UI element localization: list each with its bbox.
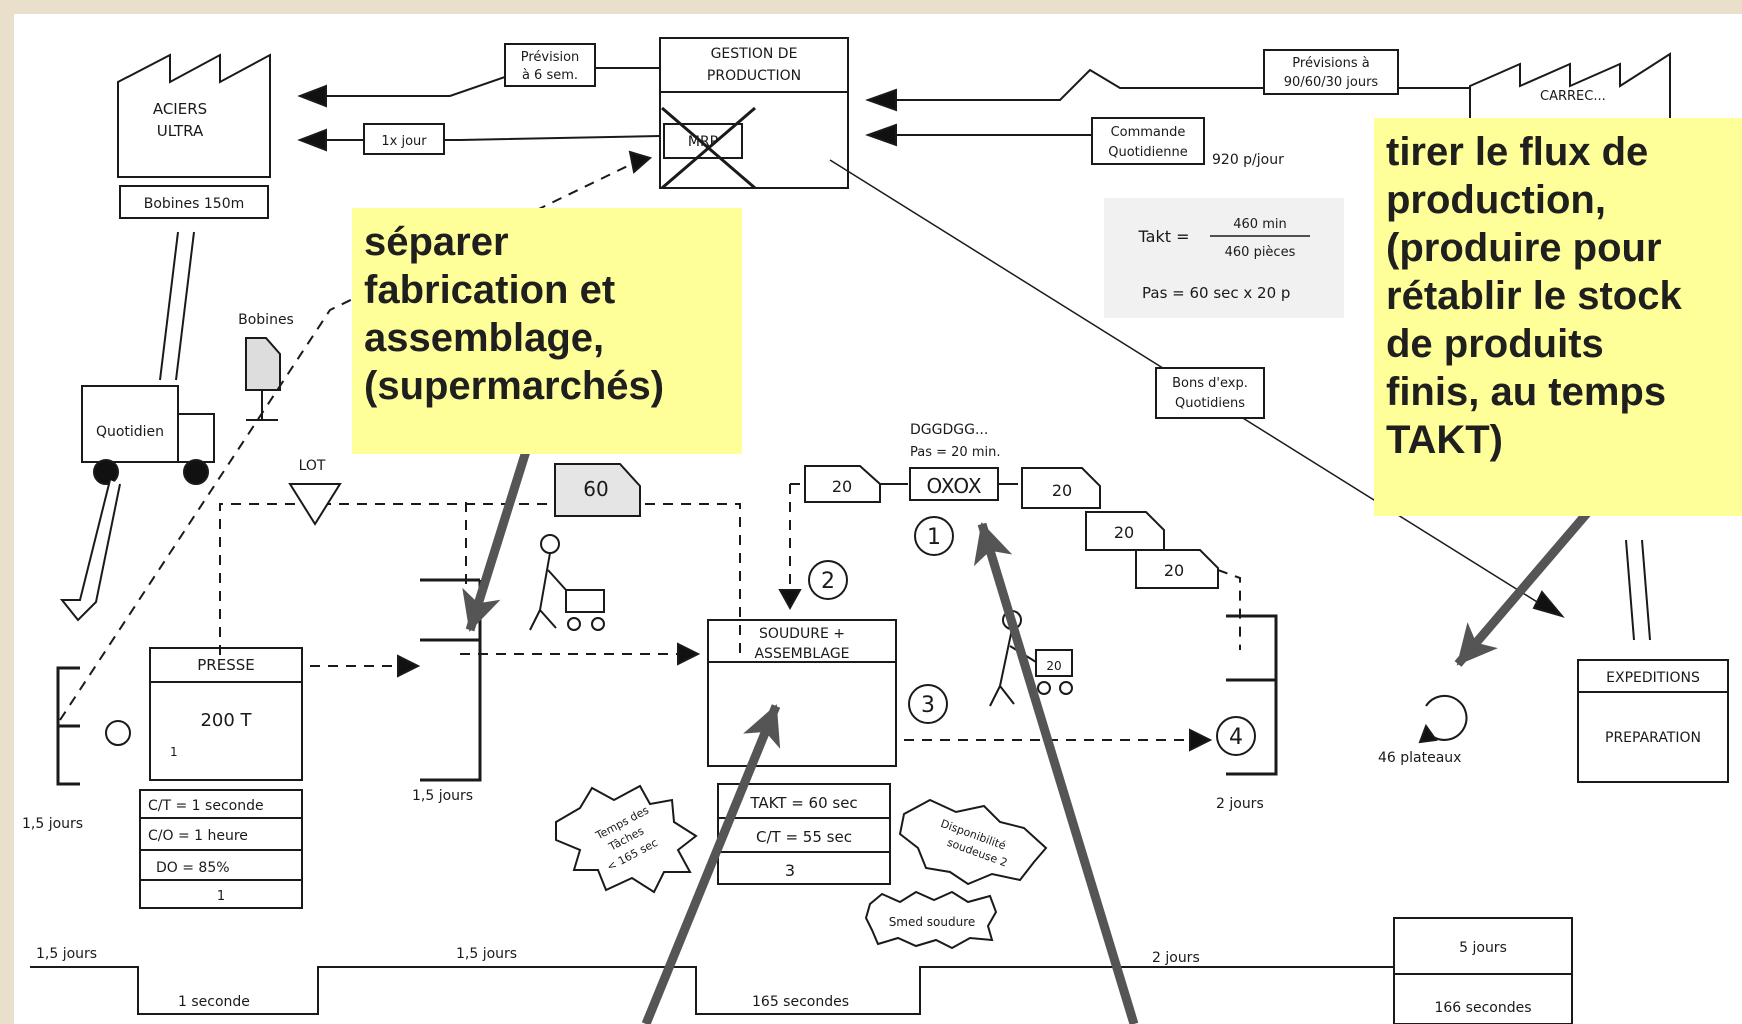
- expeditions-title: EXPEDITIONS: [1606, 670, 1700, 686]
- demand-label: 920 p/jour: [1212, 152, 1284, 168]
- forecast-customer-1: Prévisions à: [1292, 56, 1369, 71]
- forecast-supplier-1: Prévision: [521, 50, 580, 65]
- forecast-supplier-2: à 6 sem.: [522, 68, 578, 83]
- signal-kanban-value: 60: [583, 477, 608, 501]
- timeline-proc-1: 1 seconde: [178, 994, 250, 1010]
- timeline-total-proc: 166 secondes: [1434, 1000, 1531, 1016]
- fg-supermarket-days: 2 jours: [1216, 796, 1264, 812]
- bobines-label: Bobines 150m: [144, 196, 245, 212]
- control-title-1: GESTION DE: [711, 46, 798, 62]
- step-1-number: 1: [927, 525, 941, 550]
- order-customer-2: Quotidienne: [1108, 145, 1187, 160]
- soudure-ct: C/T = 55 sec: [756, 828, 852, 846]
- presse-operators-inner: 1: [170, 745, 178, 759]
- shipping-orders-2: Quotidiens: [1175, 396, 1245, 411]
- callout-separer: séparer fabrication et assemblage, (supe…: [352, 208, 742, 454]
- expeditions-subtitle: PREPARATION: [1605, 730, 1701, 746]
- control-title-2: PRODUCTION: [707, 68, 801, 84]
- timeline-proc-2: 165 secondes: [752, 994, 849, 1010]
- takt-label: Takt =: [1138, 227, 1190, 246]
- presse-co: C/O = 1 heure: [148, 828, 248, 844]
- supplier-name-1: ACIERS: [153, 100, 207, 118]
- presse-capacity: 200 T: [200, 710, 252, 731]
- soudure-operators: 3: [785, 861, 795, 880]
- timeline-wait-1: 1,5 jours: [36, 946, 97, 962]
- lot-label: LOT: [299, 458, 326, 474]
- step-2-number: 2: [821, 569, 835, 594]
- raw-inventory-days: 1,5 jours: [22, 816, 83, 832]
- presse-do: DO = 85%: [156, 860, 230, 876]
- takt-numerator: 460 min: [1233, 217, 1286, 232]
- customer-name: CARREC...: [1540, 89, 1606, 104]
- leveling-sequence: OXOX: [926, 474, 981, 498]
- takt-denominator: 460 pièces: [1225, 245, 1296, 260]
- presse-operators: 1: [217, 889, 225, 904]
- timeline-total-lead: 5 jours: [1459, 940, 1507, 956]
- kanban-pitch-label: Pas = 20 min.: [910, 445, 1000, 460]
- plateaux-label: 46 plateaux: [1378, 750, 1461, 766]
- soudure-title-1: SOUDURE +: [759, 626, 845, 642]
- soudure-title-2: ASSEMBLAGE: [754, 646, 849, 662]
- truck-label: Quotidien: [96, 424, 164, 440]
- withdrawal-kanban-3-value: 20: [1114, 523, 1134, 542]
- wip-supermarket-days: 1,5 jours: [412, 788, 473, 804]
- withdrawal-kanban-1-value: 20: [832, 477, 852, 496]
- order-supplier-label: 1x jour: [381, 134, 427, 149]
- presse-title: PRESSE: [197, 656, 254, 674]
- withdrawal-kanban-4-value: 20: [1164, 561, 1184, 580]
- presse-ct: C/T = 1 seconde: [148, 798, 264, 814]
- withdrawal-kanban-2-value: 20: [1052, 481, 1072, 500]
- soudure-takt: TAKT = 60 sec: [749, 794, 857, 812]
- supplier-name-2: ULTRA: [157, 122, 204, 140]
- sequence-label: DGGDGG...: [910, 422, 988, 438]
- order-customer-1: Commande: [1111, 125, 1186, 140]
- forecast-customer-2: 90/60/30 jours: [1284, 75, 1379, 90]
- step-4-number: 4: [1229, 725, 1243, 750]
- burst3-text: Smed soudure: [889, 915, 976, 929]
- shipping-orders-1: Bons d'exp.: [1172, 376, 1248, 391]
- pitch-label: Pas = 60 sec x 20 p: [1142, 284, 1290, 302]
- cart-kanban-value: 20: [1046, 659, 1061, 673]
- bobines-kanban-label: Bobines: [238, 312, 294, 328]
- callout-tirer: tirer le flux de production, (produire p…: [1374, 118, 1742, 516]
- step-3-number: 3: [921, 693, 935, 718]
- timeline-wait-3: 2 jours: [1152, 950, 1200, 966]
- timeline-wait-2: 1,5 jours: [456, 946, 517, 962]
